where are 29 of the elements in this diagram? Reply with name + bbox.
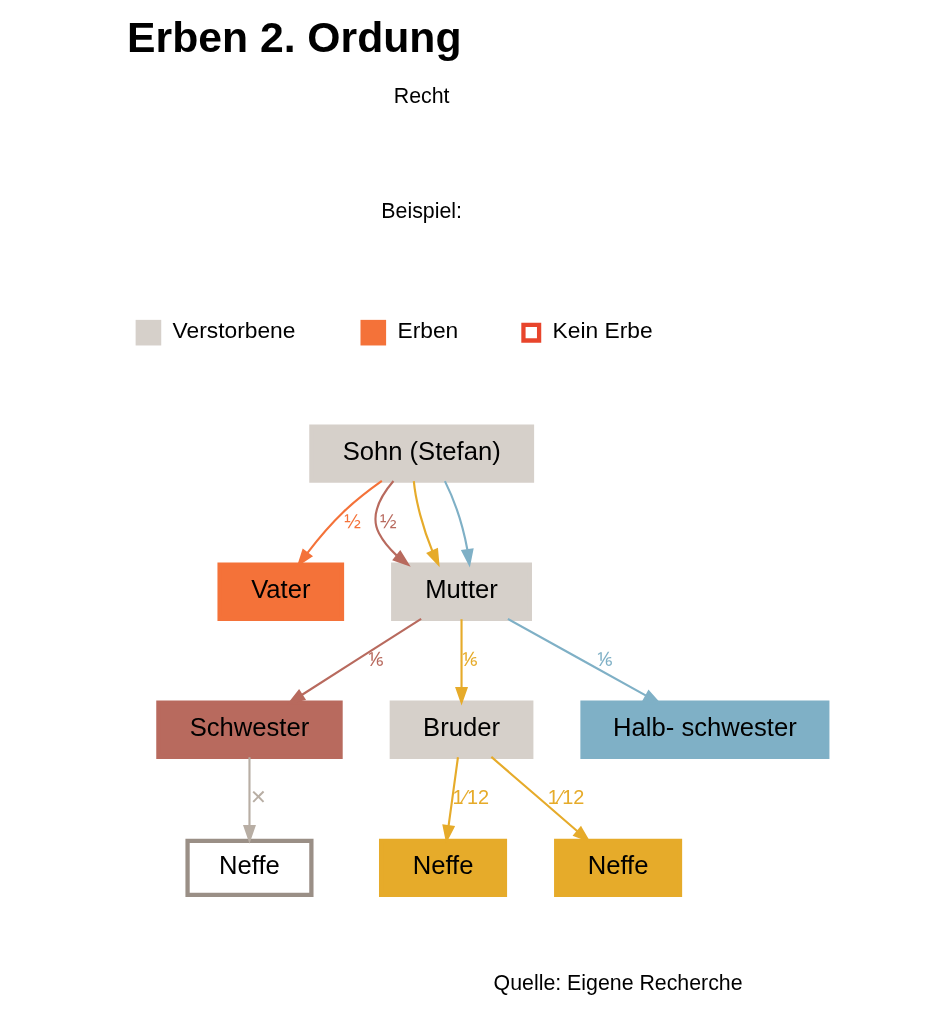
edge-label: ½ (379, 509, 397, 532)
edge-label: ½ (343, 509, 361, 532)
legend-label: Kein Erbe (552, 317, 653, 344)
node-box: Mutter (390, 562, 532, 621)
node-box: Neffe (553, 838, 682, 897)
edge-label: ✕ (249, 786, 267, 809)
edge-label: ⅙ (367, 647, 383, 670)
label: Beispiel: (380, 199, 462, 224)
arrow (454, 619, 468, 706)
label: Quelle: Eigene Recherche (493, 970, 743, 995)
arrow (443, 480, 474, 568)
node-box: Neffe (184, 838, 314, 897)
node-box: Vater (216, 562, 344, 621)
node-box: Bruder (389, 700, 533, 759)
legend-label: Verstorbene (172, 317, 295, 344)
edge-label: 1⁄12 (452, 786, 489, 809)
arrow (374, 480, 411, 567)
edge-label: ⅙ (461, 647, 477, 670)
edge-label: 1⁄12 (547, 786, 584, 809)
edge-label: ⅙ (596, 647, 612, 670)
node-box: Halb- schwester (579, 700, 829, 759)
node-box: Neffe (378, 838, 507, 897)
node-box: Sohn (Stefan) (308, 424, 534, 483)
arrow (242, 757, 256, 844)
node-box: Schwester (155, 700, 343, 759)
arrow (412, 481, 440, 568)
legend-label: Erben (396, 317, 458, 344)
diagram-title: Erben 2. Ordung (126, 13, 461, 62)
label: Recht (393, 83, 450, 108)
